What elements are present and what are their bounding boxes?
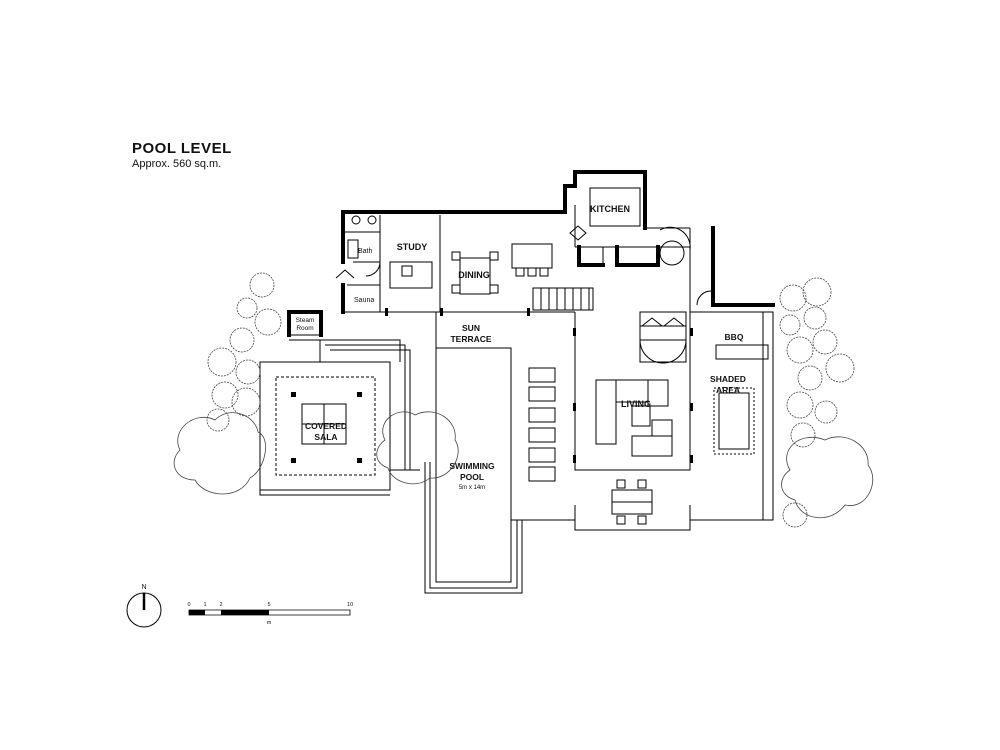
scale-tick-1: 1 <box>203 602 206 608</box>
scale-unit: m <box>267 620 272 626</box>
scale-tick-10: 10 <box>347 602 353 608</box>
label-living: LIVING <box>621 399 651 409</box>
label-shaded-2: AREA <box>716 385 740 395</box>
label-steam-2: Room <box>296 325 313 332</box>
label-pool-size: 5m x 14m <box>459 485 485 491</box>
label-sun-terrace-1: SUN <box>462 323 480 333</box>
scale-bar: 0 1 2 5 10 m <box>187 602 353 626</box>
label-kitchen: KITCHEN <box>590 204 630 214</box>
sala-columns <box>291 308 693 463</box>
label-sauna: Sauna <box>354 297 374 304</box>
label-bbq: BBQ <box>725 332 744 342</box>
scale-tick-0: 0 <box>187 602 190 608</box>
label-sala-1: COVERED <box>305 421 347 431</box>
scale-tick-5: 5 <box>267 602 270 608</box>
north-compass: N <box>126 584 162 628</box>
label-sala-2: SALA <box>314 432 337 442</box>
label-shaded-1: SHADED <box>710 374 746 384</box>
landscaping-right <box>779 277 873 528</box>
interior-walls <box>259 187 774 594</box>
label-bath: Bath <box>358 248 373 255</box>
plan-title: POOL LEVEL <box>132 140 232 157</box>
label-pool-2: POOL <box>460 472 484 482</box>
label-dining: DINING <box>458 270 490 280</box>
scale-tick-2: 2 <box>219 602 222 608</box>
label-sun-terrace-2: TERRACE <box>450 334 491 344</box>
plan-area: Approx. 560 sq.m. <box>132 158 222 170</box>
label-study: STUDY <box>397 242 428 252</box>
label-pool-1: SWIMMING <box>449 461 495 471</box>
compass-north-label: N <box>141 584 146 591</box>
room-labels: KITCHEN STUDY DINING Bath Sauna Steam Ro… <box>296 204 746 491</box>
label-steam-1: Steam <box>296 317 315 324</box>
landscaping-left <box>173 272 459 495</box>
